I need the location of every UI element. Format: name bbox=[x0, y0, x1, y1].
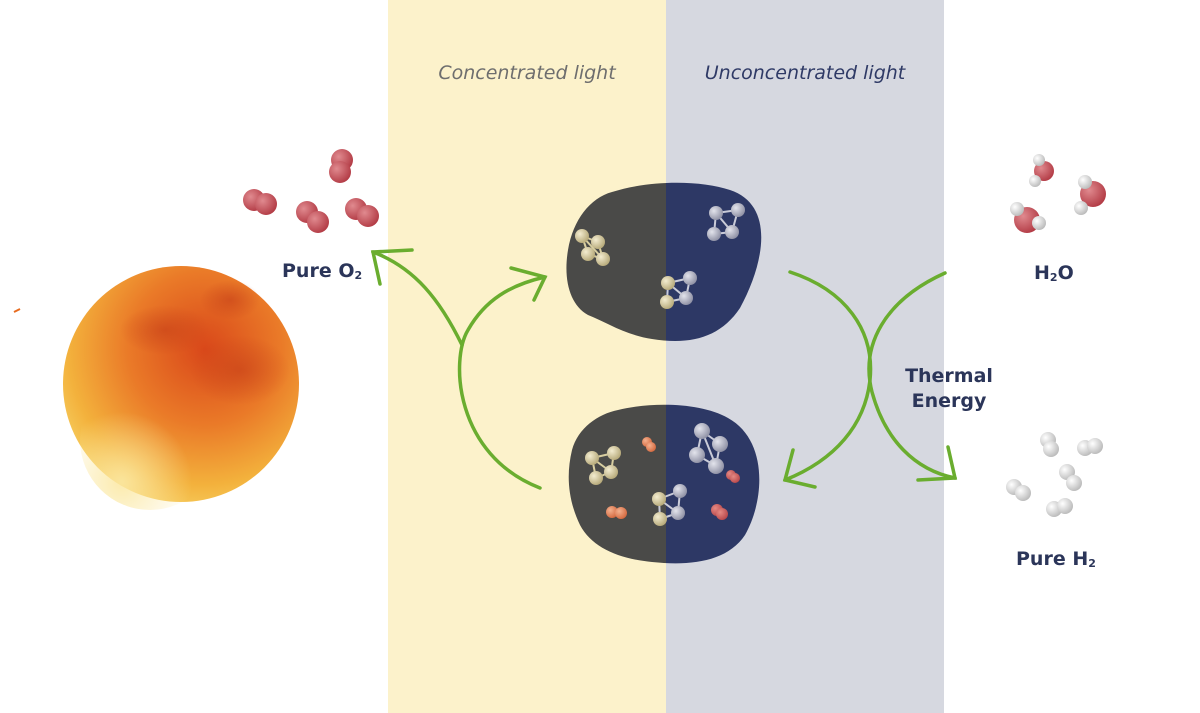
oxygen-molecule-icon bbox=[711, 504, 728, 520]
hydrogen-molecule-icon bbox=[1040, 432, 1059, 457]
oxygen-vacancy-markers bbox=[606, 437, 740, 520]
h2o-subscript: 2 bbox=[1049, 271, 1058, 284]
hydrogen-molecule-group bbox=[1006, 432, 1103, 517]
thermal-energy-label: Thermal Energy bbox=[900, 364, 998, 414]
cycle-arrows bbox=[370, 248, 958, 490]
hydrogen-molecule-icon bbox=[1046, 498, 1073, 517]
concentrated-light-label: Concentrated light bbox=[438, 62, 616, 84]
metal-cluster-icon bbox=[707, 203, 745, 241]
h2o-h-text: H bbox=[1034, 262, 1050, 284]
oxygen-molecule-icon bbox=[345, 198, 379, 227]
cycle-arrow-icon bbox=[371, 250, 464, 347]
metal-cluster-icon bbox=[689, 423, 728, 474]
pure-h2-label: Pure H2 bbox=[1016, 548, 1096, 570]
pure-h2-subscript: 2 bbox=[1088, 557, 1096, 570]
pure-h2-text: Pure H bbox=[1016, 548, 1089, 570]
cycle-arrow-icon bbox=[783, 270, 873, 482]
concentrated-light-band: Concentrated light bbox=[388, 0, 666, 713]
h2o-o-text: O bbox=[1057, 262, 1074, 284]
h2o-label: H2O bbox=[1034, 262, 1074, 284]
metal-cluster-icon bbox=[660, 271, 697, 309]
oxygen-molecule-group bbox=[243, 149, 379, 233]
cycle-arrow-icon bbox=[867, 271, 957, 480]
oxygen-molecule-icon bbox=[329, 149, 353, 183]
water-molecule-icon bbox=[1029, 154, 1054, 187]
hydrogen-molecule-icon bbox=[1077, 438, 1103, 456]
pure-o2-subscript: 2 bbox=[354, 269, 363, 282]
particle-reduced bbox=[568, 404, 760, 564]
oxygen-molecule-icon bbox=[296, 201, 329, 233]
pure-o2-text: Pure O bbox=[282, 260, 355, 282]
oxygen-molecule-icon bbox=[726, 470, 740, 483]
metal-cluster-icon bbox=[585, 446, 621, 485]
hydrogen-molecule-icon bbox=[1059, 464, 1082, 491]
water-molecule-icon bbox=[1074, 175, 1106, 215]
unconcentrated-light-band: Unconcentrated light bbox=[666, 0, 944, 713]
oxygen-molecule-icon bbox=[642, 437, 656, 452]
thermal-energy-line2: Energy bbox=[911, 390, 987, 412]
oxygen-molecule-icon bbox=[606, 506, 627, 519]
water-molecule-icon bbox=[1010, 202, 1046, 233]
thermal-energy-line1: Thermal bbox=[905, 365, 993, 387]
cycle-arrow-icon bbox=[370, 248, 414, 286]
water-molecule-group bbox=[1010, 154, 1106, 233]
cycle-arrow-icon bbox=[782, 448, 817, 489]
particle-oxidized bbox=[566, 182, 762, 341]
cycle-arrow-icon bbox=[916, 445, 958, 482]
oxygen-molecule-icon bbox=[243, 189, 277, 215]
cycle-arrow-icon bbox=[509, 266, 548, 302]
unconcentrated-light-label: Unconcentrated light bbox=[704, 62, 906, 84]
pure-o2-label: Pure O2 bbox=[282, 260, 362, 282]
hydrogen-molecule-icon bbox=[1006, 479, 1031, 501]
metal-cluster-icon bbox=[652, 484, 687, 526]
sun-icon bbox=[13, 266, 299, 510]
cycle-arrow-icon bbox=[457, 275, 547, 490]
metal-cluster-icon bbox=[575, 229, 610, 266]
